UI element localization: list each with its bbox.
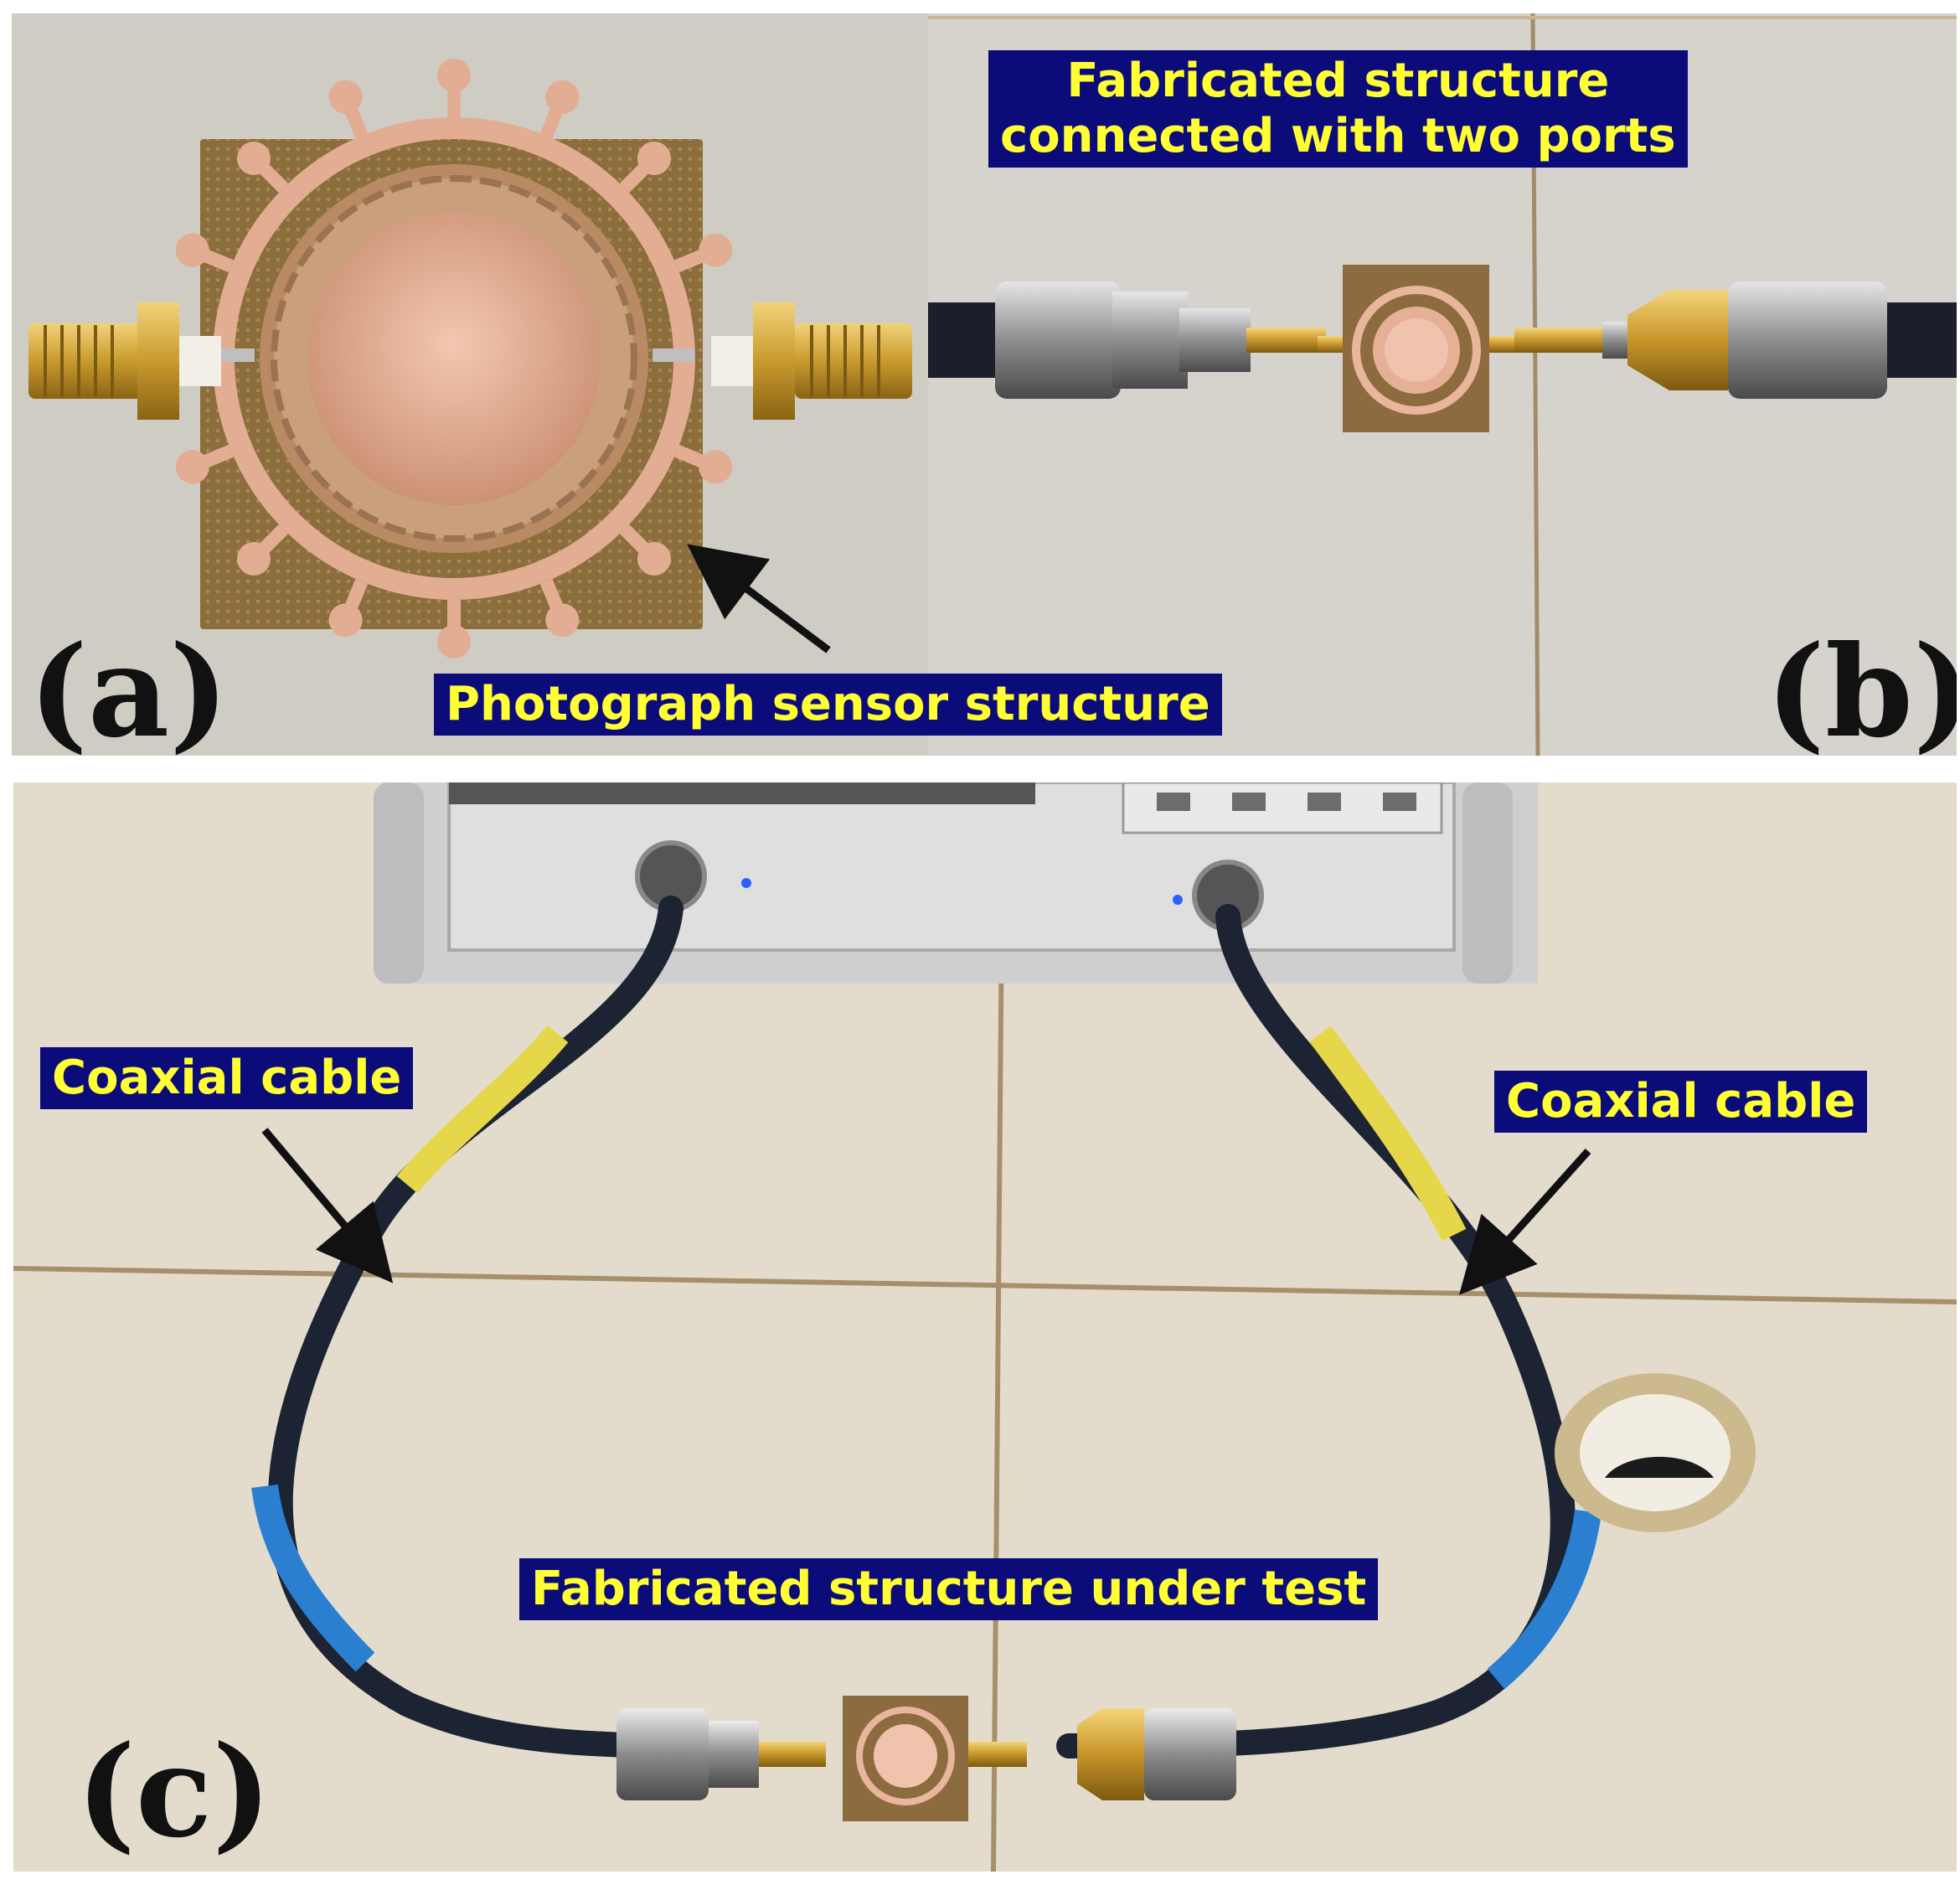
panel-a-photo: (a) bbox=[12, 13, 928, 756]
coaxial-cable-label-right: Coaxial cable bbox=[1494, 1071, 1868, 1133]
arrow-icon bbox=[1458, 1148, 1591, 1295]
structure-under-test-label: Fabricated structure under test bbox=[519, 1558, 1379, 1620]
panel-b-photo: (b) bbox=[928, 13, 1957, 756]
coaxial-cable-right bbox=[1056, 904, 1576, 1758]
vector-network-analyzer bbox=[374, 782, 1538, 984]
coaxial-cable-left bbox=[267, 896, 746, 1758]
connected-structure-label: Fabricated structure connected with two … bbox=[988, 50, 1688, 168]
sensor-structure-label: Photograph sensor structure bbox=[434, 674, 1222, 736]
cable-right bbox=[1883, 302, 1957, 378]
arrow-icon bbox=[261, 1128, 394, 1283]
panel-c-photo: (c) bbox=[13, 782, 1957, 1872]
connected-structure-label-line1: Fabricated structure bbox=[1066, 54, 1610, 108]
sma-connector-left bbox=[28, 302, 221, 420]
coaxial-cable-label-left: Coaxial cable bbox=[40, 1047, 414, 1109]
cable-left bbox=[928, 302, 1003, 378]
connected-structure-label-line2: connected with two ports bbox=[1000, 109, 1676, 163]
sensor-photo bbox=[12, 13, 928, 756]
sma-connector-right bbox=[711, 302, 912, 420]
resonator-ring bbox=[179, 59, 729, 652]
panel-b-letter: (b) bbox=[1766, 618, 1957, 756]
arrow-icon bbox=[687, 544, 831, 653]
panel-a-letter: (a) bbox=[28, 618, 230, 756]
measurement-setup-photo bbox=[13, 782, 1957, 1872]
panel-c-letter: (c) bbox=[76, 1718, 272, 1866]
connected-structure-photo bbox=[928, 13, 1957, 756]
